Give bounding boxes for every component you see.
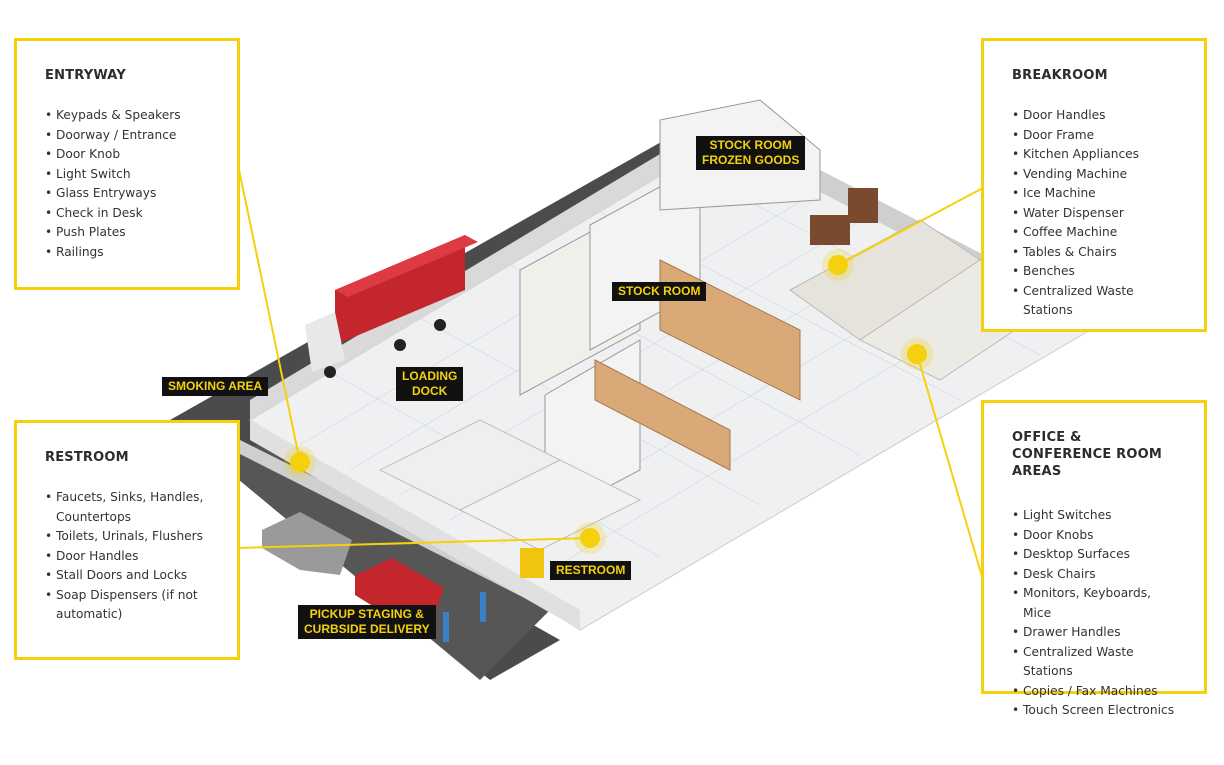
- list-item: Door Handles: [1012, 106, 1176, 126]
- panel-list: Door Handles Door Frame Kitchen Applianc…: [1012, 106, 1176, 321]
- callout-lines: [237, 164, 984, 581]
- list-item: Kitchen Appliances: [1012, 145, 1176, 165]
- front-wall: [250, 420, 580, 630]
- tag-restroom: RESTROOM: [550, 561, 632, 580]
- list-item: Check in Desk: [45, 204, 209, 224]
- panel-title: ENTRYWAY: [45, 68, 126, 83]
- tag-line: LOADING: [402, 369, 458, 383]
- list-item: Keypads & Speakers: [45, 106, 209, 126]
- panel-list: Keypads & Speakers Doorway / Entrance Do…: [45, 106, 209, 262]
- list-item: Desktop Surfaces: [1012, 545, 1176, 565]
- entryway-panel: ENTRYWAY Keypads & Speakers Doorway / En…: [14, 38, 240, 290]
- tag-line: STOCK ROOM: [618, 284, 701, 298]
- list-item: Touch Screen Electronics: [1012, 701, 1176, 721]
- parking-lot: [215, 430, 560, 680]
- list-item: Coffee Machine: [1012, 223, 1176, 243]
- tag-line: RESTROOM: [556, 563, 626, 577]
- list-item: Ice Machine: [1012, 184, 1176, 204]
- panel-title: OFFICE & CONFERENCE ROOM AREAS: [1012, 430, 1162, 479]
- list-item: Light Switches: [1012, 506, 1176, 526]
- panel-title: BREAKROOM: [1012, 68, 1108, 83]
- list-item: Monitors, Keyboards, Mice: [1012, 584, 1176, 623]
- curbside-signs: [443, 592, 486, 642]
- list-item: Doorway / Entrance: [45, 126, 209, 146]
- list-item: Vending Machine: [1012, 165, 1176, 185]
- tag-line: CURBSIDE DELIVERY: [304, 622, 430, 636]
- list-item: Door Handles: [45, 547, 209, 567]
- list-item: Water Dispenser: [1012, 204, 1176, 224]
- back-wall: [250, 118, 720, 420]
- breakroom-panel: BREAKROOM Door Handles Door Frame Kitche…: [981, 38, 1207, 332]
- delivery-truck: [305, 235, 478, 378]
- list-item: Push Plates: [45, 223, 209, 243]
- panel-list: Light Switches Door Knobs Desktop Surfac…: [1012, 506, 1176, 721]
- tag-loading-dock: LOADING DOCK: [396, 367, 464, 401]
- office-conference-panel: OFFICE & CONFERENCE ROOM AREAS Light Swi…: [981, 400, 1207, 720]
- list-item: Centralized Waste Stations: [1012, 282, 1176, 321]
- tag-line: PICKUP STAGING &: [309, 607, 424, 621]
- list-item: Light Switch: [45, 165, 209, 185]
- list-item: Drawer Handles: [1012, 623, 1176, 643]
- restroom-block: [378, 419, 642, 578]
- tag-stock-room-frozen-goods: STOCK ROOM FROZEN GOODS: [696, 136, 806, 170]
- list-item: Tables & Chairs: [1012, 243, 1176, 263]
- tag-line: STOCK ROOM: [709, 138, 792, 152]
- list-item: Benches: [1012, 262, 1176, 282]
- tag-stock-room: STOCK ROOM: [612, 282, 707, 301]
- list-item: Copies / Fax Machines: [1012, 682, 1176, 702]
- tag-smoking-area: SMOKING AREA: [162, 377, 269, 396]
- panel-list: Faucets, Sinks, Handles, Countertops Toi…: [45, 488, 209, 625]
- list-item: Toilets, Urinals, Flushers: [45, 527, 209, 547]
- list-item: Centralized Waste Stations: [1012, 643, 1176, 682]
- list-item: Railings: [45, 243, 209, 263]
- list-item: Door Knobs: [1012, 526, 1176, 546]
- list-item: Soap Dispensers (if not automatic): [45, 586, 209, 625]
- list-item: Door Frame: [1012, 126, 1176, 146]
- hotspots: [284, 249, 933, 554]
- list-item: Glass Entryways: [45, 184, 209, 204]
- tag-line: SMOKING AREA: [168, 379, 263, 393]
- tag-line: FROZEN GOODS: [702, 153, 800, 167]
- tag-line: DOCK: [412, 384, 448, 398]
- restroom-panel: RESTROOM Faucets, Sinks, Handles, Counte…: [14, 420, 240, 660]
- list-item: Door Knob: [45, 145, 209, 165]
- tag-pickup-staging: PICKUP STAGING & CURBSIDE DELIVERY: [298, 605, 436, 639]
- list-item: Desk Chairs: [1012, 565, 1176, 585]
- list-item: Faucets, Sinks, Handles, Countertops: [45, 488, 209, 527]
- panel-title: RESTROOM: [45, 450, 129, 465]
- list-item: Stall Doors and Locks: [45, 566, 209, 586]
